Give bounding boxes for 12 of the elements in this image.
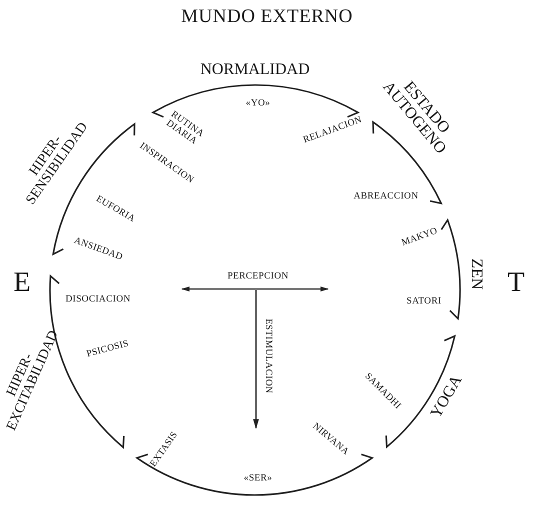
diagram-title: MUNDO EXTERNO	[180, 6, 354, 28]
state-label: SATORI	[406, 297, 442, 307]
axis-label: PERCEPCION	[227, 272, 289, 282]
state-label: ABREACCION	[354, 192, 418, 202]
group-label: NORMALIDAD	[200, 62, 310, 78]
axis-label: ESTIMULACION	[262, 318, 272, 394]
pole-letter: T	[507, 269, 525, 297]
pole-letter: E	[13, 269, 31, 297]
state-label: DISOCIACION	[65, 295, 131, 305]
group-label: ZEN	[468, 258, 484, 290]
state-label: «YO»	[246, 99, 270, 109]
state-label: «SER»	[244, 474, 272, 484]
